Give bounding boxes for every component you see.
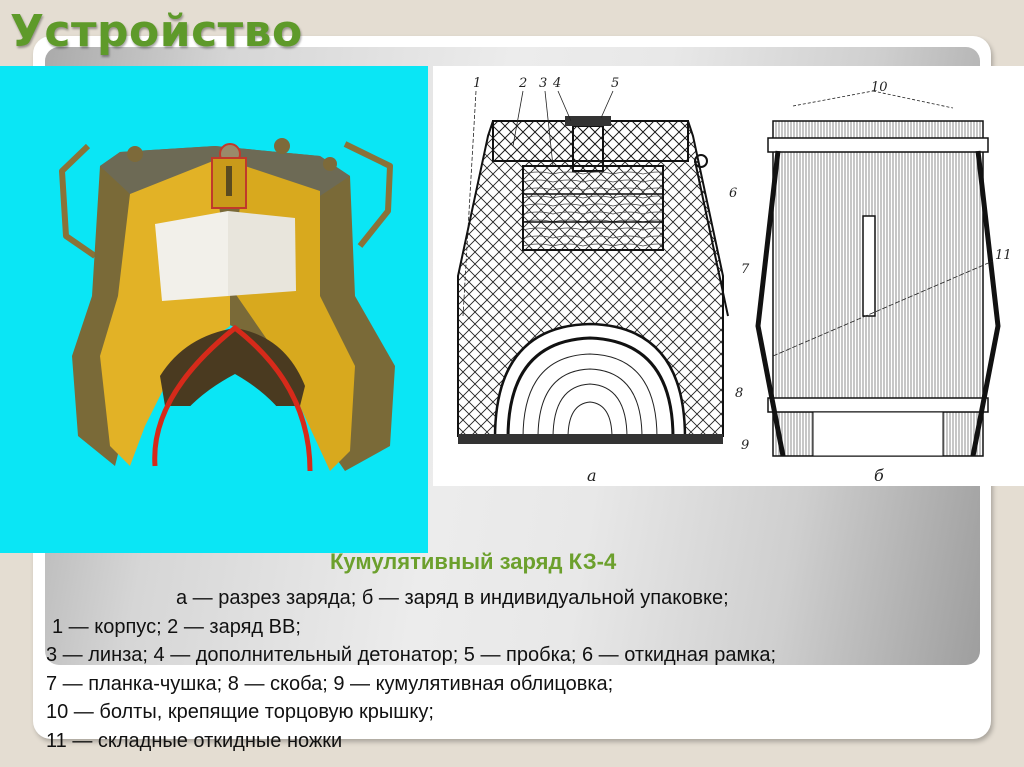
callout-8: 8 <box>735 386 744 401</box>
callout-4: 4 <box>553 76 562 91</box>
figure-description: а — разрез заряда; б — заряд в индивидуа… <box>0 584 1024 755</box>
description-line: 10 — болты, крепящие торцовую крышку; <box>46 701 434 723</box>
description-line: 11 — складные откидные ножки <box>46 729 343 752</box>
description-line: а — разрез заряда; б — заряд в индивидуа… <box>176 587 729 609</box>
figure-caption: Кумулятивный заряд КЗ-4 <box>330 549 617 574</box>
slide-title: Устройство <box>10 6 303 57</box>
view-b-label: б <box>874 466 884 485</box>
callout-6: 6 <box>729 186 738 201</box>
callout-9: 9 <box>741 438 750 453</box>
description-line: 7 — планка-чушка; 8 — скоба; 9 — кумулят… <box>46 672 614 695</box>
technical-drawing: 1 2 3 4 5 6 8 9 10 7 11 а б <box>433 66 1024 486</box>
callout-1: 1 <box>473 76 482 91</box>
callout-5: 5 <box>611 76 620 91</box>
description-line: 3 — линза; 4 — дополнительный детонатор;… <box>46 644 777 666</box>
callout-2: 2 <box>519 76 528 91</box>
callout-3: 3 <box>539 76 548 91</box>
description-line: 1 — корпус; 2 — заряд ВВ; <box>52 615 301 638</box>
charge-photo <box>0 66 428 553</box>
drawing-illustration <box>457 90 1001 457</box>
charge-cutaway-illustration <box>59 138 395 486</box>
view-a-label: а <box>587 466 597 485</box>
callout-11: 11 <box>995 248 1012 263</box>
callout-10: 10 <box>871 80 888 95</box>
callout-7: 7 <box>741 262 750 277</box>
